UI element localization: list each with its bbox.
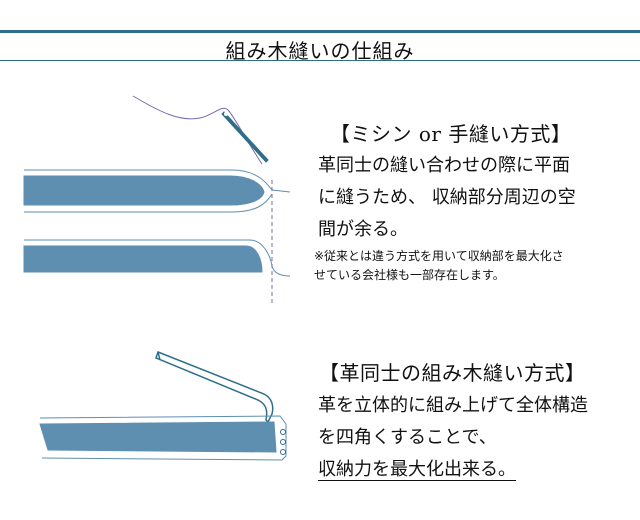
- stitch-mark: [280, 429, 286, 435]
- section1-note-line: せている会社様も一部存在します。: [314, 268, 505, 282]
- lower-leather-layer: [23, 245, 263, 273]
- section2-body-line-emphasis: 収納力を最大化出来る。: [318, 454, 588, 486]
- section1-note-line: ※従来とは違う方式を用いて収納部を最大化さ: [314, 249, 564, 263]
- stitch-mark: [280, 439, 286, 445]
- section1-body-line: 革同士の縫い合わせの際に平面: [318, 155, 570, 176]
- section1-body: 革同士の縫い合わせの際に平面 に縫うため、 収納部分周辺の空 間が余る。: [318, 150, 576, 246]
- tweezers-icon: [155, 351, 274, 424]
- header-rule-top: [0, 30, 640, 33]
- section2-body-line: 革を立体的に組み上げて全体構造: [318, 395, 588, 416]
- section2-body-line: を四角くすることで、: [318, 427, 497, 448]
- leather-panel: [39, 421, 277, 453]
- kumiki-stitch-illustration: [39, 351, 287, 461]
- section2-heading: 【革同士の組み木縫い方式】: [319, 361, 586, 385]
- section2-emphasis-text: 収納力を最大化出来る。: [318, 459, 516, 481]
- section1-body-line: 間が余る。: [318, 219, 408, 240]
- section2-body: 革を立体的に組み上げて全体構造 を四角くすることで、 収納力を最大化出来る。: [318, 390, 588, 486]
- section1-heading: 【ミシン or 手縫い方式】: [330, 122, 572, 146]
- section1-note: ※従来とは違う方式を用いて収納部を最大化さ せている会社様も一部存在します。: [314, 247, 564, 285]
- stitch-mark: [280, 449, 286, 455]
- upper-leather-layer: [23, 175, 265, 206]
- section1-body-line: に縫うため、 収納部分周辺の空: [318, 187, 576, 208]
- panel-outline: [39, 415, 287, 461]
- hand-sewing-illustration: [23, 95, 291, 304]
- header-rule-bottom: [0, 60, 640, 61]
- thread: [132, 95, 263, 165]
- needle-icon: [221, 111, 269, 163]
- page-title: 組み木縫いの仕組み: [225, 39, 415, 63]
